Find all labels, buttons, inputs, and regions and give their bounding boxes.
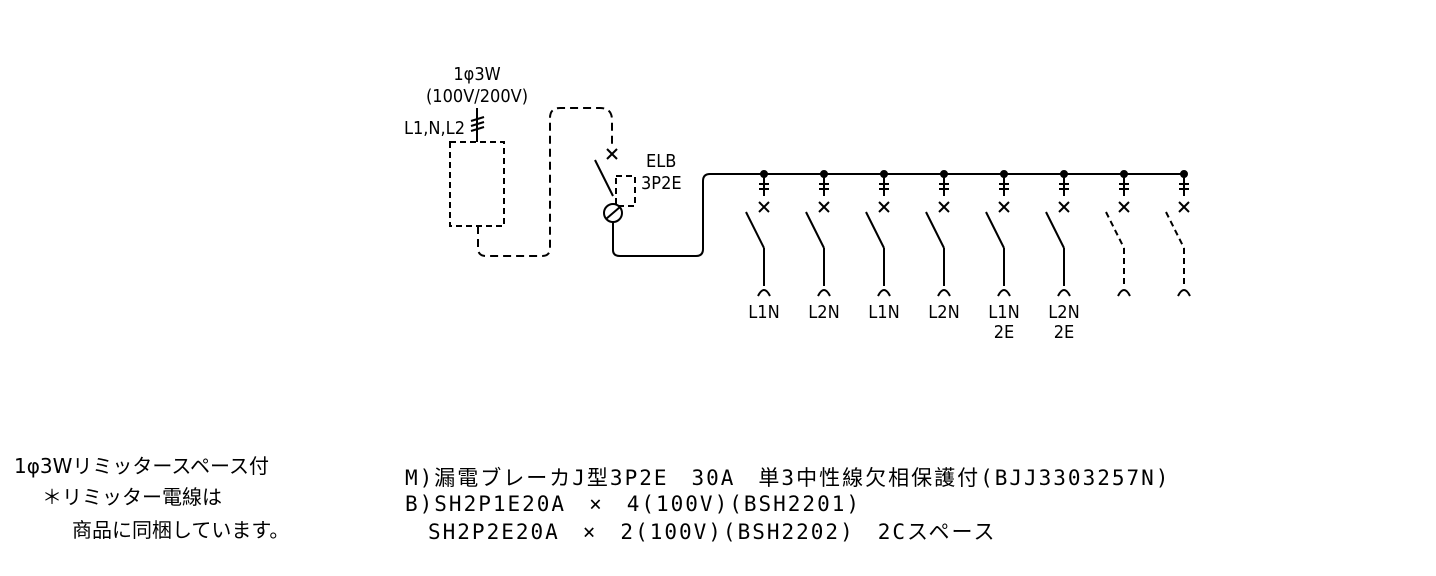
terminal-mark [877, 289, 891, 297]
plug-in-mark [819, 183, 829, 190]
breaker-contact-mark [878, 201, 890, 213]
breaker-contact-mark [818, 201, 830, 213]
branch-breaker [1105, 170, 1131, 297]
breaker-contact-mark [758, 201, 770, 213]
branch-label: L1N [988, 302, 1019, 323]
breaker-switch-blade [925, 211, 945, 249]
plug-in-mark [759, 183, 769, 190]
breaker-switch-blade [1165, 211, 1185, 249]
plug-in-mark [1119, 183, 1129, 190]
limiter-connection-wire [477, 107, 613, 257]
branch-breaker [745, 170, 771, 297]
breaker-switch-blade [985, 211, 1005, 249]
branch-label: L1N [748, 302, 779, 323]
bus-junction-dot [940, 170, 948, 178]
terminal-mark [757, 289, 771, 297]
bus-junction-dot [1120, 170, 1128, 178]
branch-label-sub: 2E [994, 322, 1015, 343]
branch-breaker [1165, 170, 1191, 297]
note-limiter-space: 1φ3Wリミッタースペース付 [14, 454, 270, 478]
plug-in-mark [879, 183, 889, 190]
breaker-switch-blade [1045, 211, 1065, 249]
plug-in-mark [1059, 183, 1069, 190]
breaker-contact-mark [998, 201, 1010, 213]
terminal-mark [817, 289, 831, 297]
terminal-mark [1117, 289, 1131, 297]
branch-label: L2N [1048, 302, 1079, 323]
spec-branch-2e: SH2P2E20A × 2(100V)(BSH2202) 2Cスペース [405, 520, 997, 544]
bus-junction-dot [1000, 170, 1008, 178]
breaker-contact-mark [938, 201, 950, 213]
branch-breaker [1045, 170, 1071, 297]
main-breaker-name: ELB [646, 151, 676, 172]
bus-junction-dot [1060, 170, 1068, 178]
breaker-switch-blade [1105, 211, 1125, 249]
supply-voltage-label: (100V/200V) [426, 86, 528, 107]
three-wire-mark [470, 116, 485, 132]
breaker-contact-mark [1118, 201, 1130, 213]
terminal-mark [1177, 289, 1191, 297]
breaker-contact-mark [1058, 201, 1070, 213]
note-included: 商品に同梱しています。 [72, 518, 290, 542]
plug-in-mark [939, 183, 949, 190]
bus-junction-dot [760, 170, 768, 178]
plug-in-mark [999, 183, 1009, 190]
terminal-mark [937, 289, 951, 297]
supply-system-label: 1φ3W [453, 64, 500, 85]
bus-junction-dot [820, 170, 828, 178]
branch-label-sub: 2E [1054, 322, 1075, 343]
bus-junction-dot [880, 170, 888, 178]
branch-breaker [925, 170, 951, 297]
supply-conductors-label: L1,N,L2 [404, 118, 465, 139]
note-limiter-wire: ＊リミッター電線は [42, 485, 222, 509]
breaker-switch-blade [805, 211, 825, 249]
main-breaker-elb [594, 148, 636, 250]
spec-main-breaker: M)漏電ブレーカJ型3P2E 30A 単3中性線欠相保護付(BJJ3303257… [405, 466, 1171, 490]
branch-label: L2N [928, 302, 959, 323]
plug-in-mark [1179, 183, 1189, 190]
breaker-contact-mark [1178, 201, 1190, 213]
feeder-to-busbar [612, 173, 1185, 257]
breaker-switch-blade [865, 211, 885, 249]
branch-breaker [805, 170, 831, 297]
limiter-space-box [449, 141, 505, 227]
branch-label: L1N [868, 302, 899, 323]
bus-junction-dot [1180, 170, 1188, 178]
branch-breaker [985, 170, 1011, 297]
main-breaker-poles: 3P2E [641, 173, 682, 194]
branch-breaker [865, 170, 891, 297]
breaker-switch-blade [745, 211, 765, 249]
spec-branch-1e: B)SH2P1E20A × 4(100V)(BSH2201) [405, 492, 862, 516]
terminal-mark [1057, 289, 1071, 297]
terminal-mark [997, 289, 1011, 297]
branch-label: L2N [808, 302, 839, 323]
